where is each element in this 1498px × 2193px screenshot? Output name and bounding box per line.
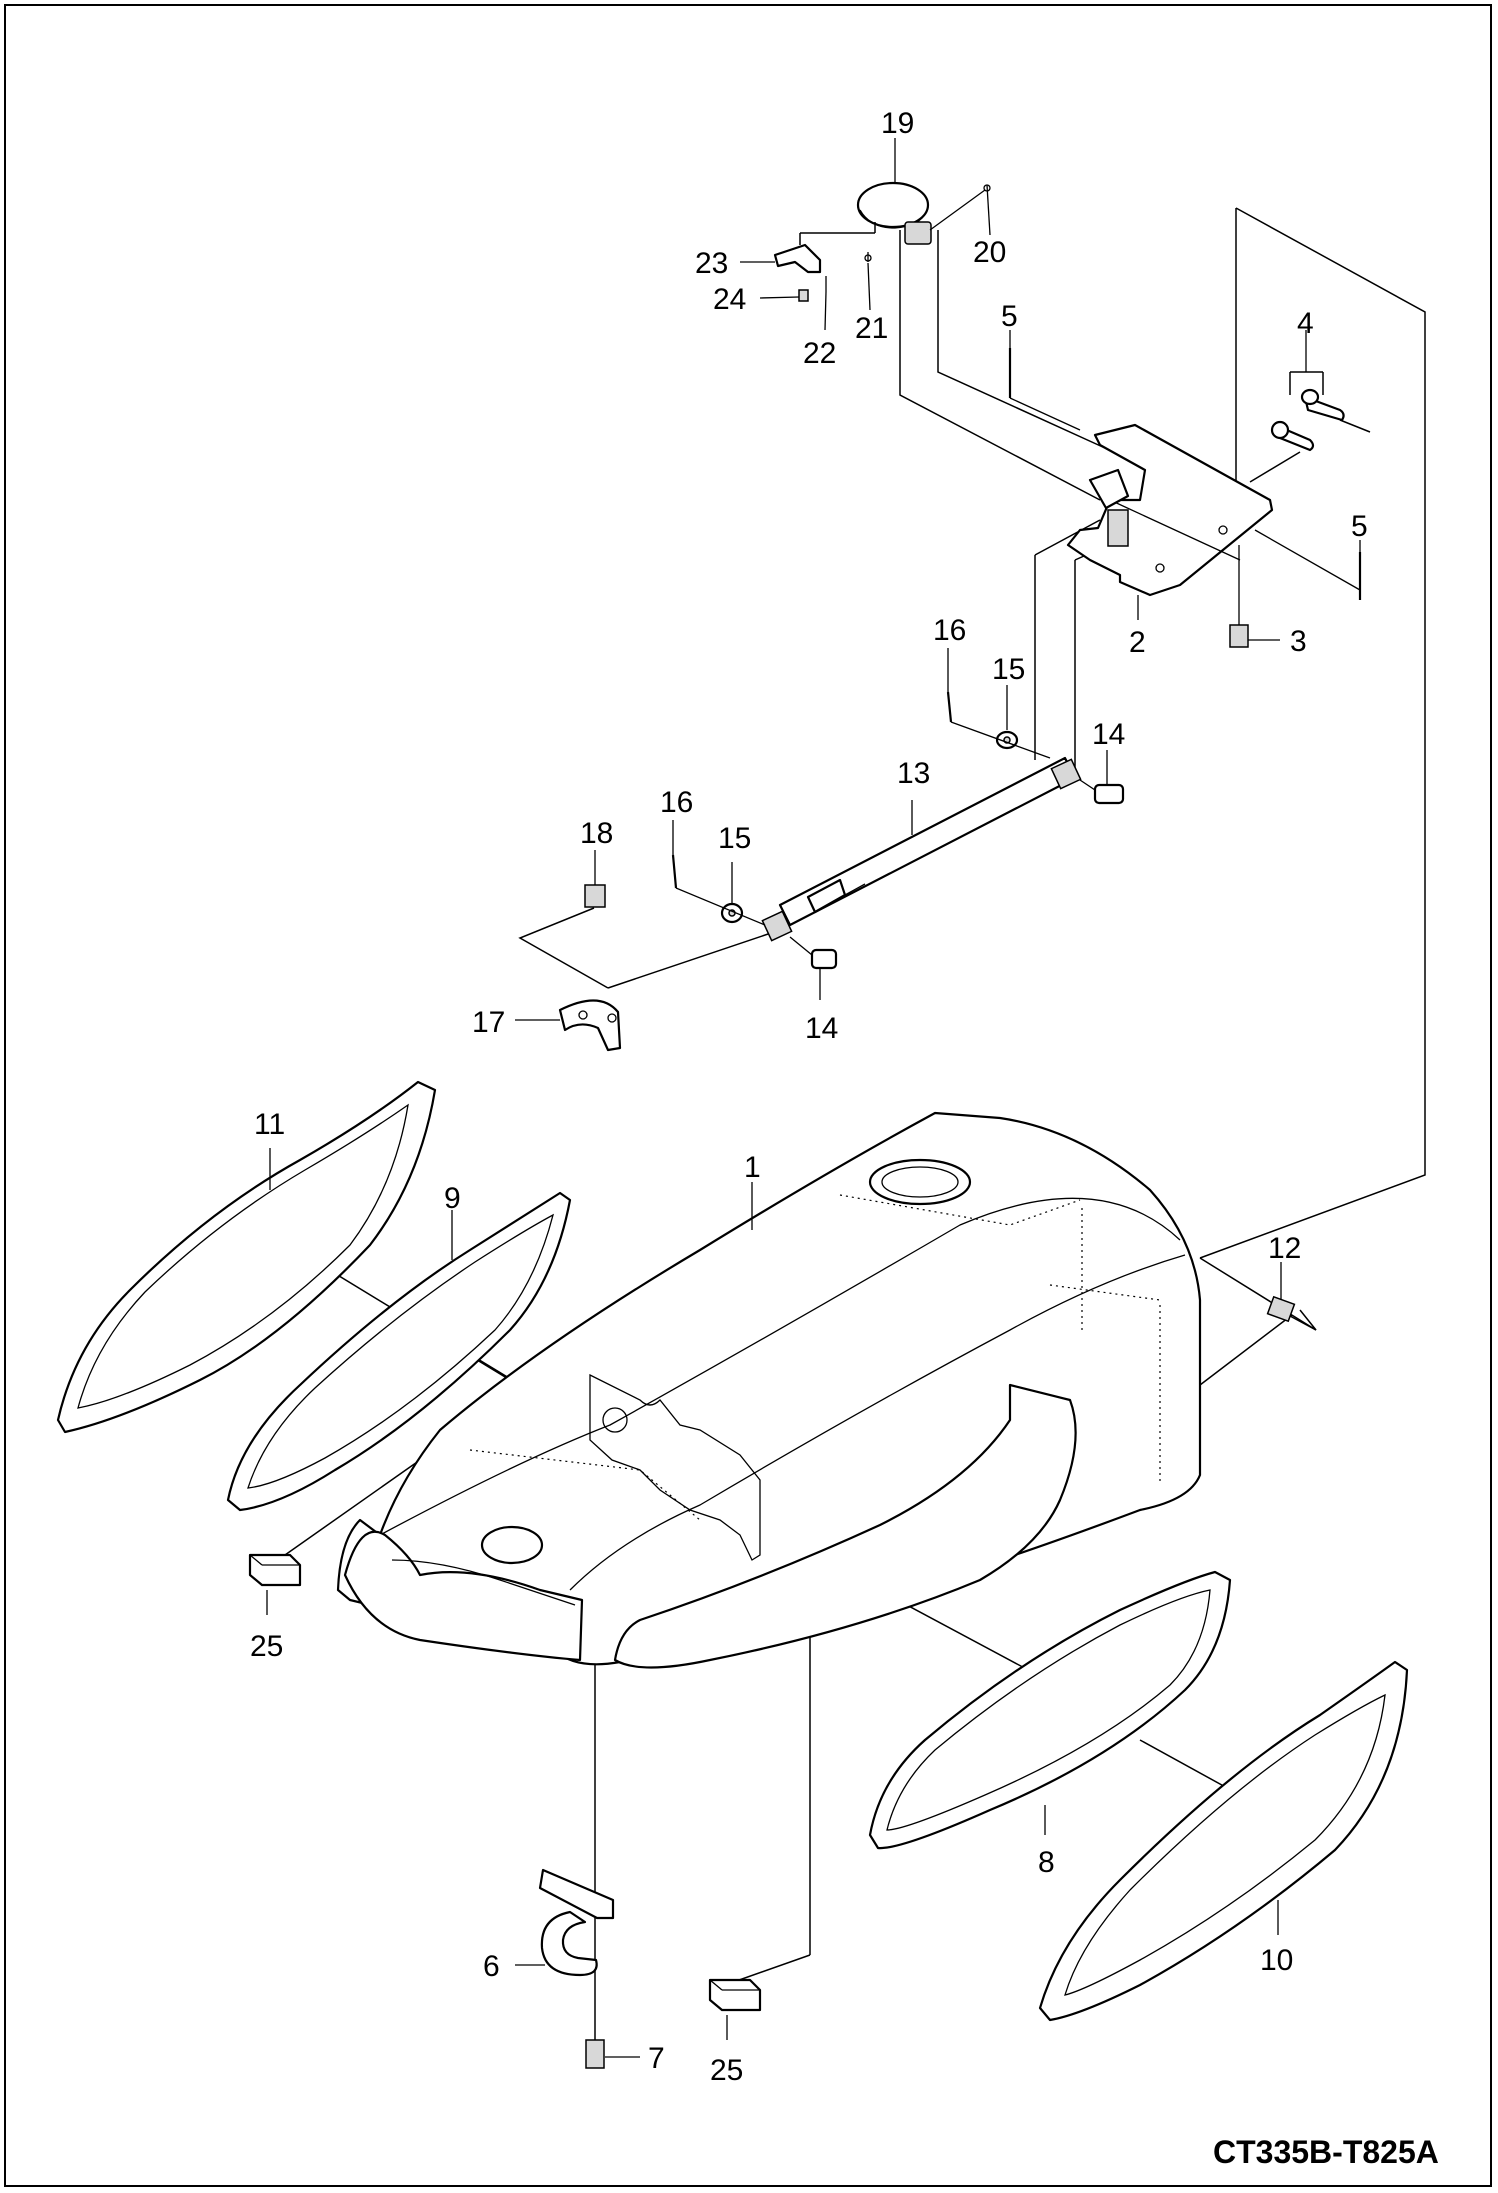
label-13: 13 bbox=[897, 757, 930, 790]
bolt-12 bbox=[1266, 1295, 1296, 1323]
label-1: 1 bbox=[744, 1151, 761, 1184]
label-16-upper: 16 bbox=[933, 614, 966, 647]
label-16-lower: 16 bbox=[660, 786, 693, 819]
label-6: 6 bbox=[483, 1950, 500, 1983]
label-25-left: 25 bbox=[250, 1630, 283, 1663]
gasket-10 bbox=[1038, 1660, 1409, 2022]
label-24: 24 bbox=[713, 283, 746, 316]
cotter-pins-5 bbox=[1008, 348, 1362, 600]
label-7: 7 bbox=[648, 2042, 665, 2075]
label-8: 8 bbox=[1038, 1846, 1055, 1879]
label-19: 19 bbox=[881, 107, 914, 140]
label-25-bottom: 25 bbox=[710, 2054, 743, 2087]
hood-1 bbox=[336, 1111, 1202, 1669]
bolt-18 bbox=[584, 884, 606, 908]
leader-lines bbox=[266, 138, 1361, 2058]
rubber-pads-25 bbox=[248, 1553, 762, 2012]
label-4: 4 bbox=[1297, 307, 1314, 340]
label-10: 10 bbox=[1260, 1944, 1293, 1977]
label-17: 17 bbox=[472, 1006, 505, 1039]
gas-strut-13 bbox=[761, 756, 1082, 942]
label-15-upper: 15 bbox=[992, 653, 1025, 686]
bolt-7 bbox=[585, 2039, 605, 2069]
bolt-3 bbox=[1229, 545, 1249, 648]
gasket-9 bbox=[226, 1191, 572, 1512]
label-18: 18 bbox=[580, 817, 613, 850]
label-15-lower: 15 bbox=[718, 822, 751, 855]
part-labels: 19 20 23 24 21 22 5 4 5 2 3 16 15 14 13 … bbox=[250, 107, 1439, 2170]
pins-4 bbox=[1249, 371, 1371, 483]
label-21: 21 bbox=[855, 312, 888, 345]
gasket-8 bbox=[868, 1570, 1232, 1850]
label-9: 9 bbox=[444, 1182, 461, 1215]
label-5-right: 5 bbox=[1351, 510, 1368, 543]
label-3: 3 bbox=[1290, 625, 1307, 658]
pins-16 bbox=[671, 691, 1051, 926]
label-22: 22 bbox=[803, 337, 836, 370]
gasket-11 bbox=[56, 1080, 437, 1434]
label-14-lower: 14 bbox=[805, 1012, 838, 1045]
plate-2 bbox=[1066, 423, 1274, 597]
cap-assembly-19 bbox=[773, 181, 991, 302]
label-12: 12 bbox=[1268, 1232, 1301, 1265]
label-11: 11 bbox=[254, 1108, 285, 1141]
drawing-code: CT335B-T825A bbox=[1213, 2134, 1439, 2170]
label-5-top: 5 bbox=[1001, 300, 1018, 333]
label-23: 23 bbox=[695, 247, 728, 280]
label-2: 2 bbox=[1129, 626, 1146, 659]
label-20: 20 bbox=[973, 236, 1006, 269]
label-14-upper: 14 bbox=[1092, 718, 1125, 751]
hook-bracket-6 bbox=[538, 1868, 615, 1977]
pins-14 bbox=[789, 779, 1125, 970]
bracket-17 bbox=[558, 999, 622, 1052]
